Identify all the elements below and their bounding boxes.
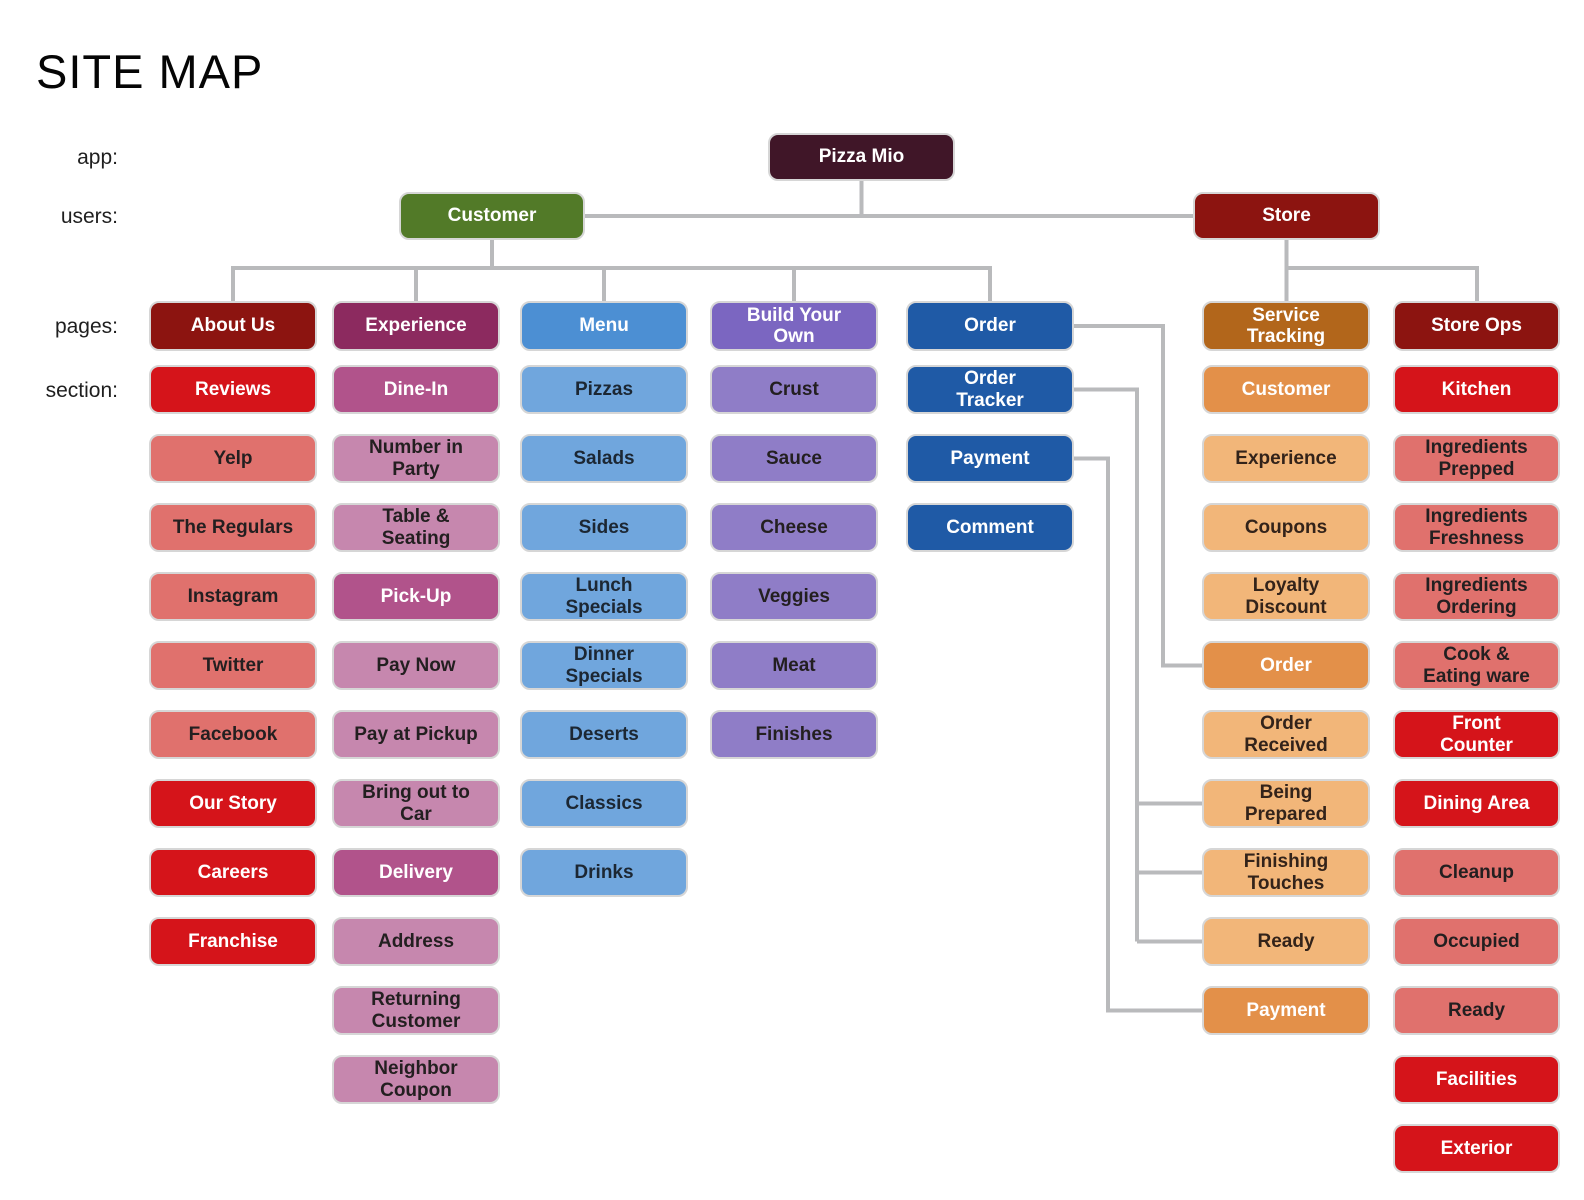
column-order: Order Order Tracker Payment Comment [906,301,1074,572]
node-dinner-specials: Dinner Specials [520,641,688,690]
node-crust: Crust [710,365,878,414]
node-ingredients-ordering: Ingredients Ordering [1393,572,1560,621]
node-cleanup: Cleanup [1393,848,1560,897]
node-st-experience: Experience [1202,434,1370,483]
node-st-order: Order [1202,641,1370,690]
node-facilities: Facilities [1393,1055,1560,1104]
node-finishes: Finishes [710,710,878,759]
node-address: Address [332,917,500,966]
row-label-pages: pages: [54,315,118,338]
row-label-section: section: [45,379,118,402]
node-salads: Salads [520,434,688,483]
column-experience: Experience Dine-In Number in Party Table… [332,301,500,1124]
node-order-tracker: Order Tracker [906,365,1074,414]
node-franchise: Franchise [149,917,317,966]
node-order-payment: Payment [906,434,1074,483]
node-so-ready: Ready [1393,986,1560,1035]
node-user-customer: Customer [399,192,585,240]
node-cook-eating-ware: Cook & Eating ware [1393,641,1560,690]
node-page-store-ops: Store Ops [1393,301,1560,351]
column-store-ops: Store Ops Kitchen Ingredients Prepped In… [1393,301,1560,1193]
node-st-finishing-touches: Finishing Touches [1202,848,1370,897]
node-yelp: Yelp [149,434,317,483]
node-pick-up: Pick-Up [332,572,500,621]
node-page-experience: Experience [332,301,500,351]
node-drinks: Drinks [520,848,688,897]
node-page-menu: Menu [520,301,688,351]
node-number-in-party: Number in Party [332,434,500,483]
node-delivery: Delivery [332,848,500,897]
node-dining-area: Dining Area [1393,779,1560,828]
node-app-pizza-mio: Pizza Mio [768,133,955,181]
node-st-ready: Ready [1202,917,1370,966]
node-our-story: Our Story [149,779,317,828]
node-st-coupons: Coupons [1202,503,1370,552]
node-reviews: Reviews [149,365,317,414]
node-facebook: Facebook [149,710,317,759]
row-label-users: users: [60,205,118,228]
node-occupied: Occupied [1393,917,1560,966]
node-front-counter: Front Counter [1393,710,1560,759]
node-st-customer: Customer [1202,365,1370,414]
node-ingredients-prepped: Ingredients Prepped [1393,434,1560,483]
node-deserts: Deserts [520,710,688,759]
node-st-being-prepared: Being Prepared [1202,779,1370,828]
node-exterior: Exterior [1393,1124,1560,1173]
node-lunch-specials: Lunch Specials [520,572,688,621]
node-st-payment: Payment [1202,986,1370,1035]
connector-order-to-st-order [1074,324,1202,668]
node-sauce: Sauce [710,434,878,483]
node-page-service-tracking: Service Tracking [1202,301,1370,351]
connector-store-store-ops [1286,266,1479,301]
node-page-order: Order [906,301,1074,351]
node-st-loyalty-discount: Loyalty Discount [1202,572,1370,621]
column-menu: Menu Pizzas Salads Sides Lunch Specials … [520,301,688,917]
node-pizzas: Pizzas [520,365,688,414]
node-pay-at-pickup: Pay at Pickup [332,710,500,759]
node-bring-out-to-car: Bring out to Car [332,779,500,828]
column-build-your-own: Build Your Own Crust Sauce Cheese Veggie… [710,301,878,779]
node-meat: Meat [710,641,878,690]
node-ingredients-freshness: Ingredients Freshness [1393,503,1560,552]
node-neighbor-coupon: Neighbor Coupon [332,1055,500,1104]
node-dine-in: Dine-In [332,365,500,414]
connector-customer-pages-bus [231,266,992,301]
connector-payment-to-st-payment [1074,456,1202,1013]
node-kitchen: Kitchen [1393,365,1560,414]
row-label-app: app: [77,146,118,169]
column-about-us: About Us Reviews Yelp The Regulars Insta… [149,301,317,986]
node-veggies: Veggies [710,572,878,621]
node-the-regulars: The Regulars [149,503,317,552]
node-returning-customer: Returning Customer [332,986,500,1035]
node-page-about-us: About Us [149,301,317,351]
node-order-comment: Comment [906,503,1074,552]
node-careers: Careers [149,848,317,897]
column-service-tracking: Service Tracking Customer Experience Cou… [1202,301,1370,1055]
node-user-store: Store [1193,192,1380,240]
page-title: SITE MAP [36,45,264,98]
connector-order-tracker-trunk [1074,387,1139,942]
node-page-build-your-own: Build Your Own [710,301,878,351]
node-instagram: Instagram [149,572,317,621]
node-classics: Classics [520,779,688,828]
node-cheese: Cheese [710,503,878,552]
node-table-seating: Table & Seating [332,503,500,552]
node-sides: Sides [520,503,688,552]
node-pay-now: Pay Now [332,641,500,690]
node-st-order-received: Order Received [1202,710,1370,759]
node-twitter: Twitter [149,641,317,690]
